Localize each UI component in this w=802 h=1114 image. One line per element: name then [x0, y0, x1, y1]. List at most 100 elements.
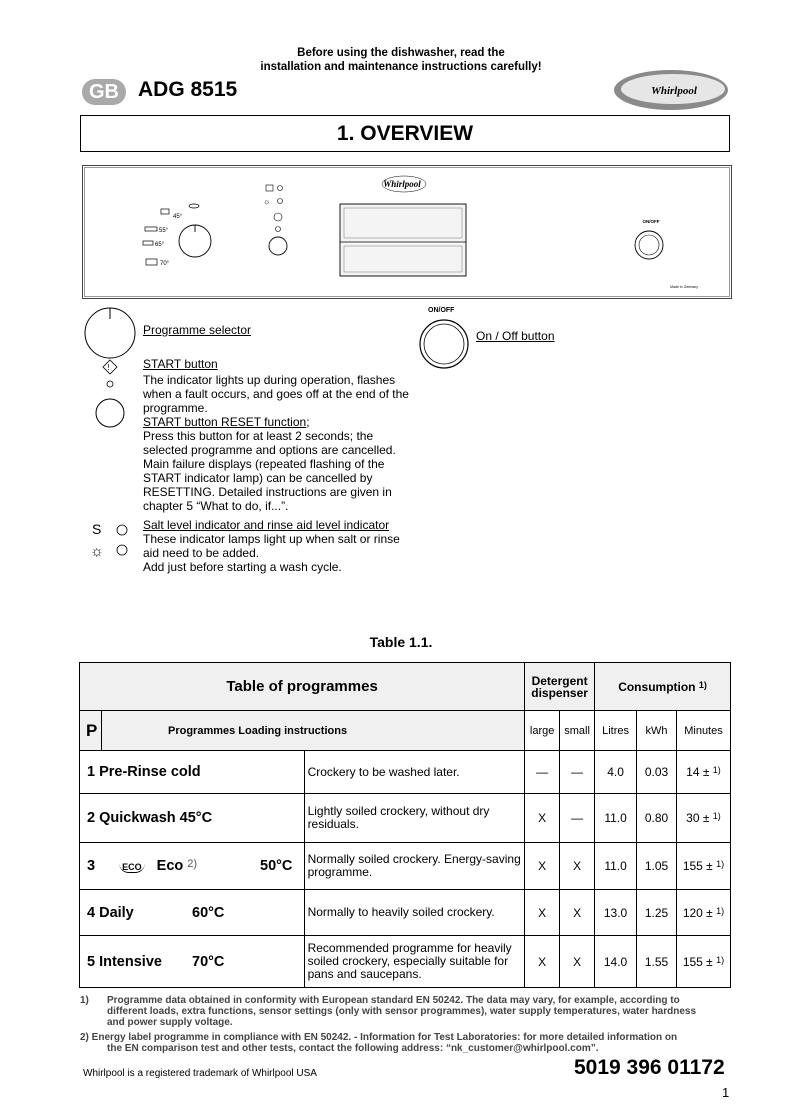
temp-70: 70° [160, 261, 170, 267]
panel-display [339, 203, 467, 277]
kwh-cell: 1.05 [636, 842, 677, 890]
salt-title: Salt level indicator and rinse aid level… [143, 518, 390, 532]
large-cell: X [524, 889, 561, 936]
intro-line-1: Before using the dishwasher, read the [297, 47, 505, 59]
salt-text-line: Add just before starting a wash cycle. [143, 560, 342, 574]
minutes-sup: 1) [712, 765, 721, 775]
page-number: 1 [722, 1085, 730, 1100]
intro-line-2: installation and maintenance instruction… [260, 61, 542, 73]
start-diamond-icon [102, 359, 118, 375]
logo-text: Whirlpool [651, 85, 698, 97]
temp-45: 45° [173, 214, 183, 220]
salt-rinse-description: Salt level indicator and rinse aid level… [143, 518, 400, 574]
consumption-sup: 1) [698, 679, 707, 690]
table-row: 2 Quickwash 45°C Lightly soiled crockery… [79, 793, 732, 843]
minutes-value: 14 ± [686, 765, 710, 779]
footnote-2-line: the EN comparison test and other tests, … [107, 1043, 599, 1054]
start-button-label: START button [143, 357, 218, 371]
reset-text-line: RESETTING. Detailed instructions are giv… [143, 485, 392, 499]
programme-desc: Lightly soiled crockery, without dry res… [303, 793, 526, 843]
programme-name-eco: 3 ECO Eco 2) 50°C [79, 842, 305, 890]
large-cell: — [524, 750, 561, 794]
minutes-cell: 155 ± 1) [675, 842, 732, 890]
consumption-header: Consumption 1) [594, 662, 731, 711]
reset-title-suffix: ; [306, 415, 310, 429]
footnote-2: 2) Energy label programme in compliance … [80, 1032, 730, 1054]
panel-onoff-label: ON/OFF [643, 219, 660, 224]
minutes-sup: 1) [716, 954, 725, 965]
programme-desc: Normally to heavily soiled crockery. [303, 889, 526, 936]
temp-55: 55° [159, 228, 169, 234]
small-cell: X [559, 889, 596, 936]
minutes-sup: 1) [712, 811, 721, 821]
large-cell: X [524, 842, 561, 890]
onoff-small-label: ON/OFF [428, 307, 455, 314]
sub-header-small: small [559, 710, 596, 751]
sub-header-litres: Litres [594, 710, 638, 751]
footnote-2-line: 2) Energy label programme in compliance … [80, 1032, 678, 1043]
start-button-description: The indicator lights up during operation… [143, 373, 409, 513]
eco-word: Eco [156, 858, 184, 874]
programme-temp: 50°C [260, 858, 293, 874]
litres-cell: 14.0 [594, 935, 638, 988]
reset-title-text: START button RESET function [143, 415, 307, 429]
minutes-cell: 120 ± 1) [675, 889, 732, 936]
programme-selector-label: Programme selector [143, 323, 252, 337]
kwh-cell: 1.25 [636, 889, 677, 936]
small-cell: X [559, 935, 596, 988]
footnote-1: Programme data obtained in conformity wi… [107, 995, 729, 1028]
description-icons: ! S ☼ [84, 307, 136, 560]
programme-desc: Recommended programme for heavily soiled… [303, 935, 526, 988]
programme-name: 1 Pre-Rinse cold [79, 750, 305, 794]
panel-brand: Whirlpool [383, 179, 421, 189]
minutes-value: 155 ± [682, 859, 713, 873]
onoff-button-label: On / Off button [476, 329, 555, 343]
programme-label: 4 Daily [87, 904, 134, 921]
panel-made-in: Made in Germany [670, 285, 698, 289]
overview-title: 1. OVERVIEW [80, 115, 730, 152]
whirlpool-logo: Whirlpool [614, 70, 728, 110]
programme-number: 3 [87, 858, 96, 874]
small-cell: X [559, 842, 596, 890]
kwh-cell: 0.80 [636, 793, 677, 843]
temp-65: 65° [155, 242, 165, 248]
small-cell: — [559, 793, 596, 843]
rinse-aid-icon: ☼ [90, 543, 104, 560]
programme-name: 4 Daily 60°C [79, 889, 305, 936]
table-row: 1 Pre-Rinse cold Crockery to be washed l… [79, 750, 732, 794]
intro-text: Before using the dishwasher, read the in… [0, 46, 802, 74]
control-panel-outline [82, 165, 732, 299]
reset-text-line: Main failure displays (repeated flashing… [143, 457, 385, 471]
kwh-cell: 1.55 [636, 935, 677, 988]
reset-text-line: chapter 5 “What to do, if...”. [143, 499, 289, 513]
minutes-sup: 1) [716, 905, 725, 916]
minutes-cell: 14 ± 1) [675, 750, 732, 794]
eco-badge-icon: ECO [119, 862, 145, 873]
table-row: 5 Intensive 70°C Recommended programme f… [79, 935, 732, 988]
table-row: 3 ECO Eco 2) 50°C Normally soiled crocke… [79, 842, 732, 890]
programme-temp: 70°C [192, 953, 225, 970]
panel-start-knob [268, 236, 288, 256]
panel-onoff-knob [634, 230, 664, 260]
salt-text-line: aid need to be added. [143, 546, 260, 560]
footnote-1-line: and power supply voltage. [107, 1017, 233, 1028]
start-text-line: The indicator lights up during operation… [143, 373, 396, 387]
kwh-cell: 0.03 [636, 750, 677, 794]
footnote-1-line: Programme data obtained in conformity wi… [107, 995, 680, 1006]
minutes-value: 155 ± [682, 954, 713, 969]
detergent-header-line: Detergent [531, 673, 588, 688]
programmes-header: Programmes Loading instructions [100, 710, 526, 751]
minutes-sup: 1) [716, 859, 725, 869]
programme-name: 5 Intensive 70°C [79, 935, 305, 988]
salt-text-line: These indicator lamps light up when salt… [143, 532, 400, 546]
small-cell: — [559, 750, 596, 794]
detergent-header-line: dispenser [531, 685, 588, 700]
large-cell: X [524, 793, 561, 843]
reset-title: START button RESET function; [143, 415, 409, 429]
model-title: ADG 8515 [138, 78, 238, 101]
litres-cell: 4.0 [594, 750, 638, 794]
sub-header-minutes: Minutes [675, 710, 732, 751]
minutes-cell: 155 ± 1) [675, 935, 732, 988]
start-text-line: when a fault occurs, and goes off at the… [143, 387, 409, 401]
start-text-line: programme. [143, 401, 208, 415]
